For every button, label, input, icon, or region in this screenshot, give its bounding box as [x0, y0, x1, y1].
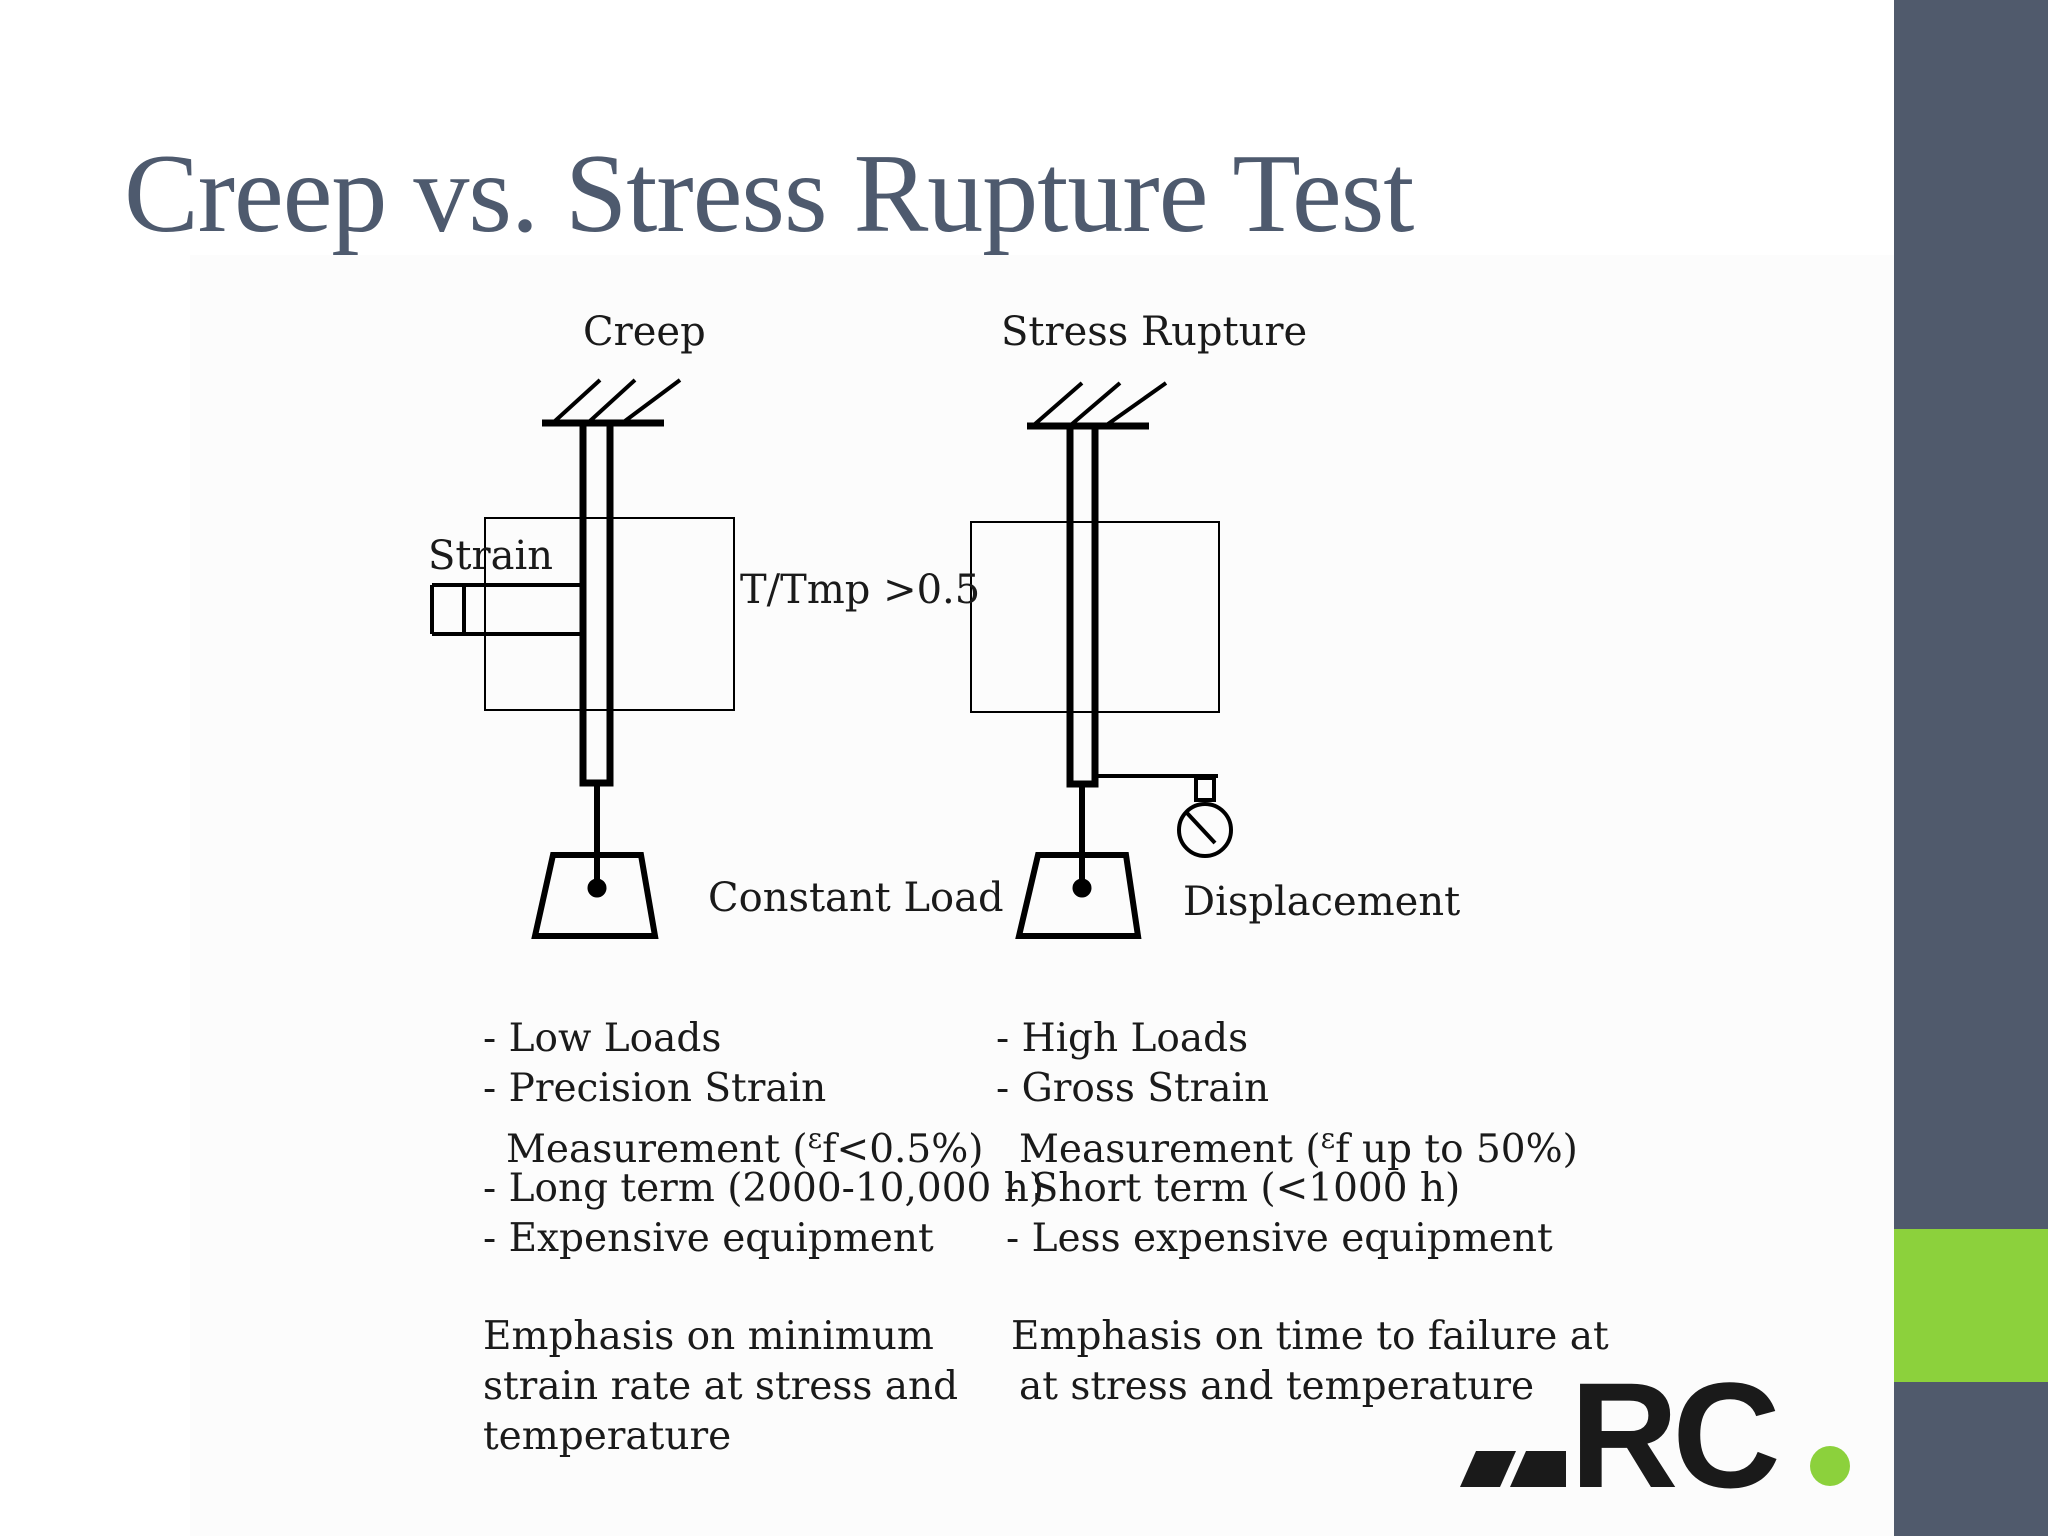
arc-logo-mark: RC	[1460, 1365, 1850, 1495]
emphasis-line: Emphasis on time to failure at	[1011, 1314, 1609, 1359]
list-item: - Gross Strain	[996, 1066, 1270, 1111]
emphasis-line: temperature	[483, 1414, 732, 1459]
rupture-specimen-rod	[1066, 422, 1099, 788]
creep-specimen-rod	[579, 419, 614, 787]
epsilon-symbol: ε	[1320, 1122, 1336, 1155]
temperature-ratio-label: T/Tmp >0.5	[740, 567, 981, 613]
list-item-text: Measurement (	[506, 1127, 808, 1172]
strain-label: Strain	[428, 533, 553, 579]
rupture-furnace	[970, 521, 1220, 713]
svg-text:RC: RC	[1570, 1365, 1777, 1495]
list-item: - High Loads	[996, 1016, 1249, 1061]
list-item: - Precision Strain	[483, 1066, 827, 1111]
emphasis-line: at stress and temperature	[1019, 1364, 1535, 1409]
creep-ceiling-hatch	[542, 378, 682, 427]
creep-weight-pin	[587, 878, 607, 898]
creep-rig	[430, 378, 735, 939]
creep-extensometer	[430, 583, 583, 636]
arc-logo-dot	[1810, 1446, 1850, 1486]
rupture-ceiling-hatch	[1027, 381, 1168, 430]
stress-rupture-label: Stress Rupture	[1001, 309, 1308, 355]
list-item: - Less expensive equipment	[1006, 1216, 1553, 1261]
emphasis-line: strain rate at stress and	[483, 1364, 959, 1409]
rupture-weight-pin	[1072, 878, 1092, 898]
displacement-gauge	[1095, 774, 1233, 858]
list-item-text: Measurement (	[1019, 1127, 1321, 1172]
rupture-weight	[1015, 852, 1142, 939]
list-item-text: f<0.5%)	[822, 1127, 984, 1172]
figure-background	[190, 255, 1894, 1536]
creep-furnace	[484, 517, 735, 711]
slide-title: Creep vs. Stress Rupture Test	[124, 132, 1414, 256]
sidebar-accent	[1894, 1229, 2048, 1382]
list-item: - Short term (<1000 h)	[1006, 1166, 1461, 1211]
list-item: Measurement (εf up to 50%)	[1019, 1114, 1578, 1175]
creep-weight	[531, 852, 659, 939]
list-item: Measurement (εf<0.5%)	[506, 1114, 984, 1175]
epsilon-symbol: ε	[807, 1122, 823, 1155]
emphasis-line: Emphasis on minimum	[483, 1314, 934, 1359]
arc-logo: RC	[1460, 1365, 1850, 1495]
rupture-rig	[970, 381, 1233, 939]
list-item: - Low Loads	[483, 1016, 722, 1061]
displacement-label: Displacement	[1183, 879, 1461, 925]
creep-label: Creep	[583, 309, 706, 355]
constant-load-label: Constant Load	[708, 875, 1004, 921]
list-item: - Expensive equipment	[483, 1216, 934, 1261]
list-item-text: f up to 50%)	[1335, 1127, 1578, 1172]
list-item: - Long term (2000-10,000 h)	[483, 1166, 1045, 1211]
